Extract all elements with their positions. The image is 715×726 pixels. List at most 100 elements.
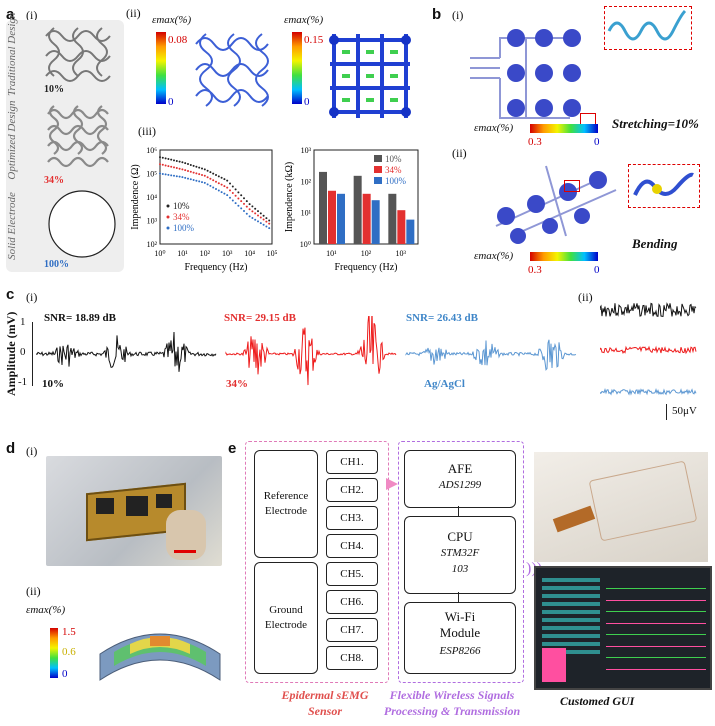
channel-5: CH5.: [326, 562, 378, 586]
noise-trace-2: [600, 345, 697, 355]
flow-arrow-pink: [386, 478, 398, 490]
chart1-point: [206, 169, 209, 172]
chart1-point: [198, 173, 201, 176]
zoom-inset-b1: [604, 6, 692, 50]
chart1-point: [229, 189, 231, 192]
processing-caption-2: Processing & Transmission: [383, 704, 521, 718]
chart2-bar: [328, 190, 336, 244]
chart1-point: [178, 175, 181, 178]
chart1-point: [167, 158, 170, 161]
chart1-point: [251, 210, 254, 213]
bent-board-strain-image: [99, 633, 221, 681]
chart1-point: [187, 177, 189, 180]
arrow-afe-cpu: [458, 506, 459, 516]
chart1-xlabel: Frequency (Hz): [184, 262, 247, 273]
chart1-point: [161, 156, 164, 159]
scalebar-line: [666, 404, 667, 420]
chart2-xtick: 10³: [395, 249, 406, 258]
chart1-point: [268, 222, 271, 225]
chart1-point: [240, 207, 243, 210]
chart2-xtick: 10²: [361, 249, 372, 258]
chart1-point: [178, 160, 181, 163]
chart1-point: [189, 170, 192, 173]
chart2-bar: [406, 219, 415, 244]
gui-screen: [534, 566, 712, 690]
chart1-point: [245, 205, 248, 208]
chart1-point: [217, 175, 220, 178]
processing-caption-1: Flexible Wireless Signals: [389, 688, 515, 702]
optimized-serpentine-image: [47, 105, 109, 168]
snr-label-3: SNR= 26.43 dB: [406, 312, 478, 324]
wifi-box: Wi-Fi Module ESP8266: [404, 602, 516, 674]
chart1-point: [248, 215, 251, 218]
chart1-legend-marker: [166, 204, 170, 208]
chart1-point: [209, 171, 212, 174]
colorbar-a1-max: 0.08: [168, 34, 188, 46]
chart1-point: [206, 183, 209, 186]
arrow-cpu-wifi: [458, 592, 459, 602]
wireless-board-photo: [46, 456, 222, 566]
emg-trace-2: [225, 316, 397, 386]
chart1-point: [229, 196, 231, 199]
panel-c-ii-label: (ii): [578, 290, 593, 304]
panel-d-i-label: (i): [26, 444, 38, 458]
chart2-legend-swatch: [374, 155, 382, 162]
wifi-label-1: Wi-Fi: [444, 609, 476, 624]
chart1-point: [262, 223, 265, 226]
chart1-point: [262, 214, 265, 217]
chart1-point: [159, 172, 161, 175]
channel-1: CH1.: [326, 450, 378, 474]
chart1-xtick: 10⁴: [244, 249, 255, 258]
reference-electrode-label: Reference Electrode: [263, 490, 309, 517]
colorbar-a1: [156, 32, 166, 104]
chart2-bar: [397, 210, 406, 244]
sensor-caption-1: Epidermal sEMG: [281, 688, 369, 702]
chart1-ytick: 10⁶: [146, 146, 157, 155]
emg-yaxis: [32, 322, 37, 386]
reference-electrode-box: Reference Electrode: [254, 450, 318, 558]
chart2-ytick: 10¹: [301, 209, 312, 218]
channel-3: CH3.: [326, 506, 378, 530]
gui-channel-table: [542, 578, 600, 658]
group-label-2: 34%: [226, 378, 248, 390]
scalebar-label: 50μV: [672, 405, 697, 417]
afe-box: AFE ADS1299: [404, 450, 516, 508]
emax-label-d: εmax(%): [26, 604, 66, 616]
emg-ytick-m1: -1: [18, 376, 28, 388]
chart1-xtick: 10³: [222, 249, 233, 258]
design-pct-2: 34%: [44, 175, 64, 186]
emg-ytick-0: 0: [20, 346, 26, 358]
colorbar-a2-min: 0: [304, 96, 310, 108]
chart2-ylabel: Impendence (kΩ): [284, 162, 295, 232]
emg-signal-traces: [36, 316, 577, 386]
chart1-xtick: 10⁰: [154, 249, 165, 258]
chart1-point: [161, 163, 164, 166]
chart1-point: [220, 183, 223, 186]
cpu-box: CPU STM32F 103: [404, 516, 516, 594]
chart2-bar: [337, 193, 345, 244]
gui-level-bar: [542, 648, 566, 682]
chart1-point: [203, 174, 206, 177]
chart1-point: [223, 185, 226, 188]
wifi-chip: ESP8266: [439, 645, 481, 657]
ground-electrode-label: Ground Electrode: [264, 604, 308, 631]
chart1-point: [173, 166, 175, 169]
chart2-legend-label: 34%: [385, 165, 402, 175]
chart1-point: [203, 168, 206, 171]
emax-label-b1: εmax(%): [474, 122, 514, 134]
chart1-point: [243, 202, 245, 205]
panel-a-label: a: [6, 6, 15, 23]
chart1-point: [226, 186, 229, 189]
chart1-point: [234, 188, 237, 191]
chart1-point: [215, 187, 217, 190]
chart1-point: [164, 164, 167, 167]
chart1-point: [265, 225, 268, 228]
chart1-point: [175, 167, 178, 170]
chart1-point: [184, 169, 187, 172]
emg-trace-1: [36, 331, 217, 372]
chart1-point: [245, 212, 248, 215]
chart1-point: [248, 203, 251, 206]
chart1-point: [240, 200, 243, 203]
colorbar-d: [50, 628, 58, 678]
